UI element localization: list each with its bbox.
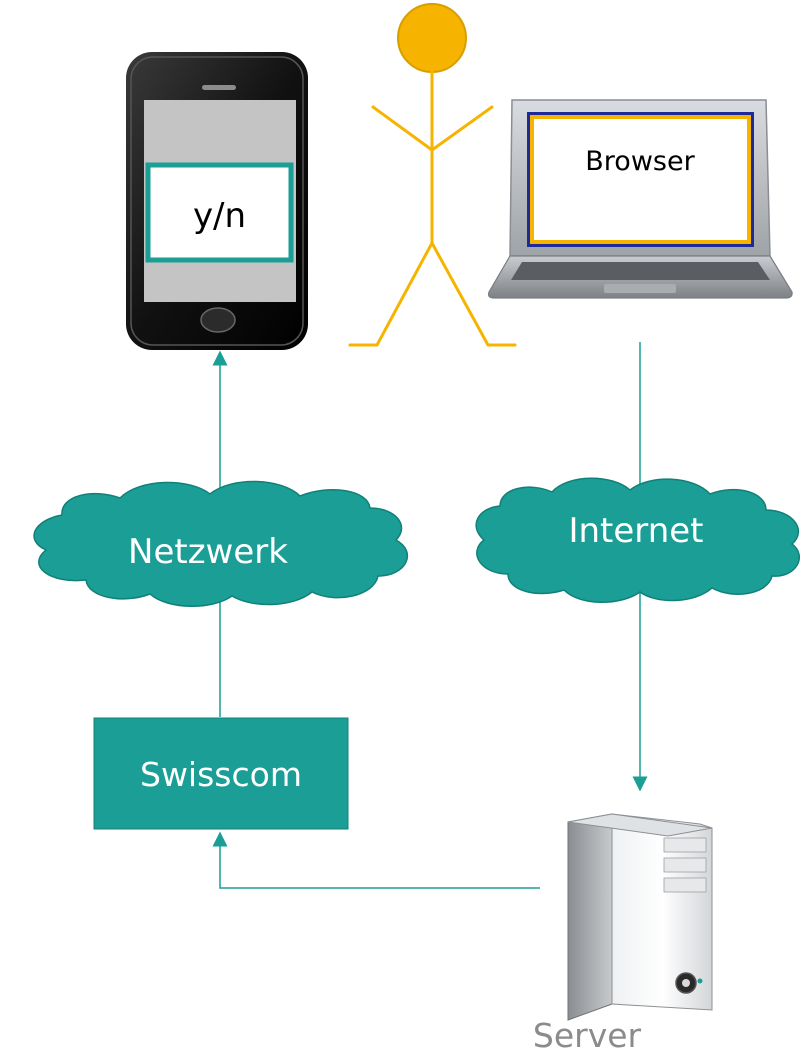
- laptop-trackpad: [604, 284, 676, 293]
- phone-speaker: [202, 85, 236, 90]
- arrow-to-swisscom: [212, 831, 540, 889]
- person-arms: [371, 105, 494, 152]
- server-label: Server: [533, 1016, 642, 1055]
- laptop-keyboard: [511, 262, 770, 280]
- laptop-screen-text: Browser: [585, 146, 695, 177]
- server-tower: Server: [533, 813, 713, 1055]
- laptop-screen: [534, 119, 747, 240]
- swisscom-node: Swisscom: [93, 717, 349, 830]
- smartphone: y/n: [126, 52, 308, 350]
- cloud-netzwerk: Netzwerk: [33, 480, 409, 607]
- phone-screen-text: y/n: [193, 196, 246, 236]
- yn-prompt-box: [145, 162, 294, 263]
- cloud-internet-label: Internet: [568, 511, 703, 551]
- person-head: [397, 3, 467, 73]
- person-legs: [348, 239, 517, 347]
- phone-home-button: [200, 307, 236, 333]
- cloud-internet: Internet: [475, 477, 801, 603]
- server-led: [697, 978, 703, 984]
- cloud-netzwerk-label: Netzwerk: [128, 532, 288, 572]
- swisscom-label: Swisscom: [140, 755, 302, 794]
- user-stick-figure: [348, 3, 517, 347]
- laptop: Browser: [487, 99, 793, 299]
